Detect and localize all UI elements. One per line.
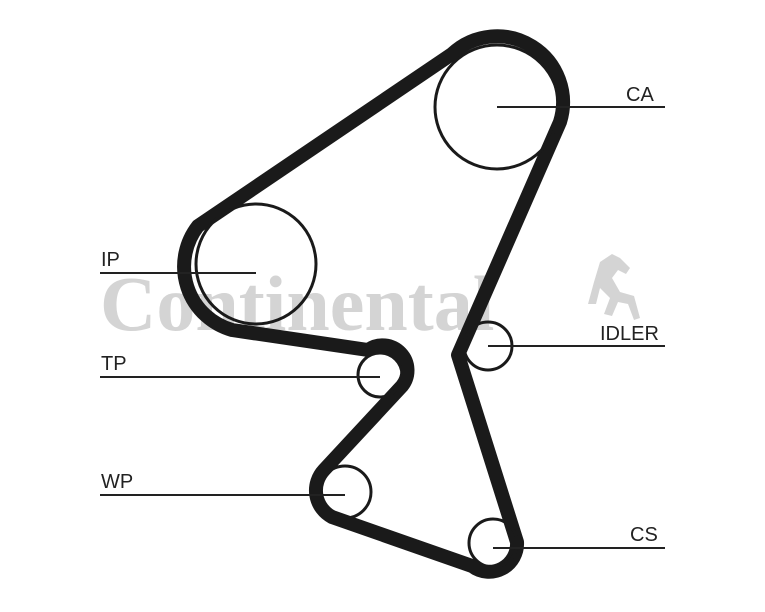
horse-logo-icon — [588, 254, 640, 320]
pulley-wp — [317, 464, 373, 520]
pulley-ip — [194, 202, 318, 326]
watermark-text: Continental — [100, 260, 494, 347]
pulley-tp — [356, 351, 404, 399]
label-cs: CS — [630, 524, 658, 546]
continental-watermark: Continental — [100, 254, 640, 347]
pulley-cs — [467, 517, 519, 569]
label-ca: CA — [626, 84, 654, 106]
label-tp: TP — [101, 353, 127, 375]
timing-belt — [177, 29, 571, 579]
label-wp: WP — [101, 471, 133, 493]
label-idler: IDLER — [600, 323, 659, 345]
label-ip: IP — [101, 249, 120, 271]
